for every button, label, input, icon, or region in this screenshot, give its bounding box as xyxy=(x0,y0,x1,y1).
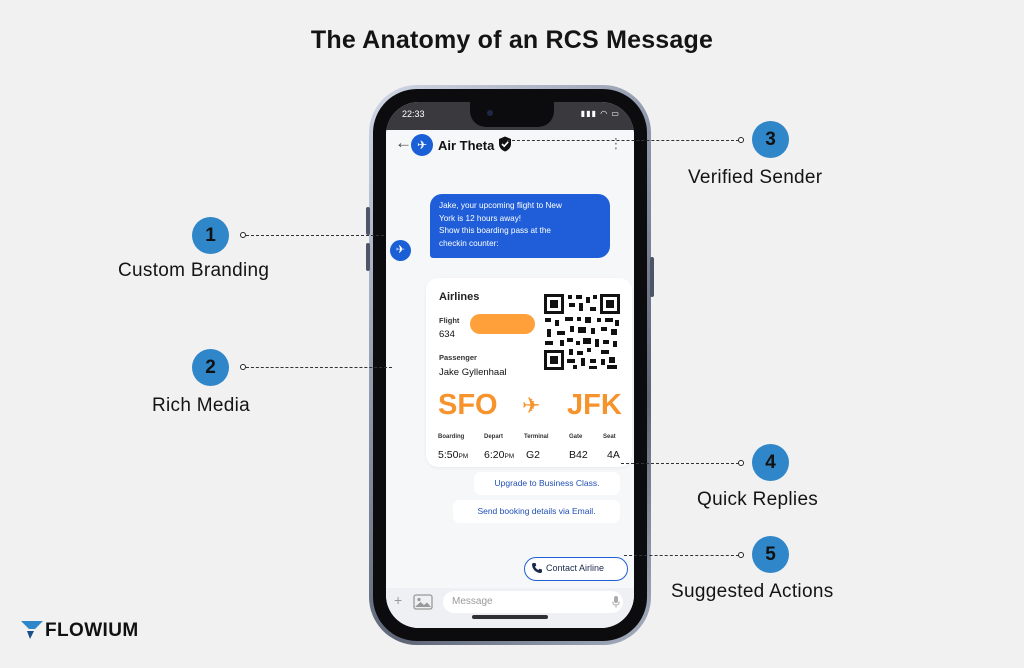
volume-up-button xyxy=(366,207,370,235)
flight-label: Flight xyxy=(439,316,460,325)
message-line: checkin counter: xyxy=(439,238,499,248)
arrow-left-icon[interactable]: ← xyxy=(395,133,412,152)
phone-screen: 22:33 ▮▮▮ ◠ ▭ ← ✈ Air Theta ⋮ Jake, your… xyxy=(386,102,634,628)
leader-dot xyxy=(738,552,744,558)
status-icons: ▮▮▮ ◠ ▭ xyxy=(580,109,620,118)
callout-badge-2: 2 xyxy=(192,349,229,386)
quick-reply-email[interactable]: Send booking details via Email. xyxy=(453,500,620,523)
flowium-logo-mark xyxy=(21,621,43,639)
kebab-menu-icon[interactable]: ⋮ xyxy=(609,135,623,151)
leader-dot xyxy=(240,232,246,238)
leader-line xyxy=(624,555,739,556)
sender-avatar: ✈ xyxy=(390,240,411,261)
plus-icon[interactable]: + xyxy=(394,592,403,608)
power-button xyxy=(650,257,654,297)
leader-line xyxy=(246,235,384,236)
seat-label: Seat xyxy=(603,434,616,440)
app-bar: ← ✈ Air Theta ⋮ xyxy=(386,130,634,160)
logo-text: FLOWIUM xyxy=(45,620,139,641)
callout-badge-5: 5 xyxy=(752,536,789,573)
qr-code xyxy=(543,293,621,371)
contact-airline-label: Contact Airline xyxy=(546,563,605,573)
boarding-time: 5:50PM xyxy=(438,449,469,461)
airplane-icon: ✈ xyxy=(522,393,541,418)
callout-label-3: Verified Sender xyxy=(688,167,823,188)
verified-badge-icon xyxy=(499,136,511,152)
card-heading: Airlines xyxy=(439,291,480,303)
composer-bar: + Message xyxy=(386,588,634,628)
airline-pill xyxy=(470,314,535,334)
message-line: York is 12 hours away! xyxy=(439,213,522,223)
status-time: 22:33 xyxy=(402,109,425,119)
message-line: Show this boarding pass at the xyxy=(439,226,551,235)
callout-label-4: Quick Replies xyxy=(697,489,819,510)
leader-line xyxy=(507,140,739,141)
page-title: The Anatomy of an RCS Message xyxy=(310,26,714,54)
phone-mockup: 22:33 ▮▮▮ ◠ ▭ ← ✈ Air Theta ⋮ Jake, your… xyxy=(366,85,654,645)
gallery-icon[interactable] xyxy=(413,594,433,610)
leader-dot xyxy=(240,364,246,370)
leader-line xyxy=(246,367,392,368)
phone-bezel: 22:33 ▮▮▮ ◠ ▭ ← ✈ Air Theta ⋮ Jake, your… xyxy=(373,89,647,641)
leader-dot xyxy=(738,460,744,466)
callout-badge-4: 4 xyxy=(752,444,789,481)
brand-logo-avatar[interactable]: ✈ xyxy=(411,134,433,156)
destination-code: JFK xyxy=(567,389,622,421)
depart-time: 6:20PM xyxy=(484,449,515,461)
leader-line xyxy=(621,463,739,464)
phone-icon xyxy=(532,563,542,573)
boarding-pass-card[interactable]: Airlines Flight 634 Passenger Jake Gylle… xyxy=(426,278,632,467)
gate-value: B42 xyxy=(569,449,588,461)
home-indicator xyxy=(472,615,548,619)
passenger-name: Jake Gyllenhaal xyxy=(439,367,507,378)
callout-badge-3: 3 xyxy=(752,121,789,158)
brand-name[interactable]: Air Theta xyxy=(438,138,495,153)
message-input[interactable]: Message xyxy=(443,591,623,613)
mic-icon[interactable] xyxy=(612,596,620,608)
gate-label: Gate xyxy=(569,434,583,440)
contact-airline-button[interactable]: Contact Airline xyxy=(524,557,628,581)
camera-icon xyxy=(487,110,493,116)
terminal-label: Terminal xyxy=(524,434,549,440)
callout-badge-1: 1 xyxy=(192,217,229,254)
boarding-label: Boarding xyxy=(438,434,465,440)
quick-reply-upgrade[interactable]: Upgrade to Business Class. xyxy=(474,472,620,495)
callout-label-1: Custom Branding xyxy=(118,260,270,281)
passenger-label: Passenger xyxy=(439,353,477,362)
callout-label-2: Rich Media xyxy=(152,395,251,416)
notch xyxy=(470,102,554,127)
terminal-value: G2 xyxy=(526,449,541,461)
callout-label-5: Suggested Actions xyxy=(671,581,834,602)
origin-code: SFO xyxy=(438,389,498,421)
depart-label: Depart xyxy=(484,434,504,440)
leader-dot xyxy=(738,137,744,143)
seat-value: 4A xyxy=(607,449,620,461)
flight-number: 634 xyxy=(439,329,455,340)
message-bubble: Jake, your upcoming flight to New York i… xyxy=(430,194,610,258)
volume-down-button xyxy=(366,243,370,271)
message-line: Jake, your upcoming flight to New xyxy=(439,201,562,210)
